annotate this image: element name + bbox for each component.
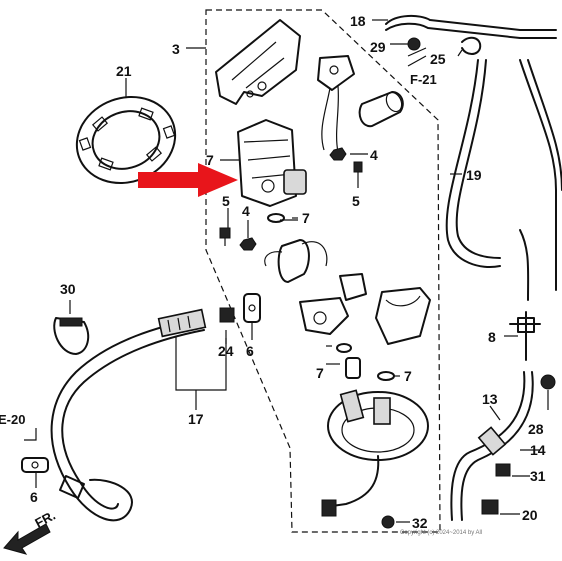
callout-13: 13 [482, 391, 498, 407]
callout-6b: 6 [30, 489, 38, 505]
part-32-nut [381, 515, 395, 529]
callout-21: 21 [116, 63, 132, 79]
part-30-clamp [53, 317, 90, 355]
part-4-nut-right [329, 147, 347, 161]
callout-5a: 5 [222, 193, 230, 209]
callout-5b: 5 [352, 193, 360, 209]
hose-end-fitting [59, 475, 85, 499]
callout-19: 19 [466, 167, 482, 183]
reservoir-cup [375, 287, 431, 345]
check-valve [345, 357, 361, 379]
o-ring-lower-left [336, 343, 352, 353]
callout-8: 8 [488, 329, 496, 345]
callout-4a: 4 [242, 203, 250, 219]
callout-7a: 7 [206, 152, 214, 168]
part-3-upper-bracket [215, 19, 301, 105]
ref-front: FR. [32, 508, 58, 531]
leader-lines [24, 19, 540, 523]
part-4-nut-left [239, 237, 257, 251]
callout-20: 20 [522, 507, 538, 523]
fuel-filter [358, 91, 404, 128]
highlight-arrow [138, 163, 238, 197]
part-8-joint [509, 311, 541, 361]
part-24-clip [219, 307, 235, 323]
pump-base-plate [321, 389, 429, 517]
part-29-clip [407, 37, 421, 51]
callout-25: 25 [430, 51, 446, 67]
callout-29: 29 [370, 39, 386, 55]
part-6-grommet-center [243, 293, 261, 323]
ref-e20: E-20 [0, 412, 25, 427]
part-28-bolt [540, 374, 556, 410]
part-25-clamp [461, 36, 482, 55]
o-ring-upper [267, 213, 285, 223]
part-19-hose-right [445, 59, 562, 301]
o-ring-lower-right [377, 371, 395, 381]
assembly-boundary [205, 9, 441, 533]
callout-32: 32 [412, 515, 428, 531]
part-5-bolt-left [219, 227, 231, 246]
callout-28: 28 [528, 421, 544, 437]
callout-3: 3 [172, 41, 180, 57]
part-17-feed-hose [50, 308, 207, 522]
pump-bracket [299, 297, 349, 335]
callout-7d: 7 [404, 368, 412, 384]
callout-7c: 7 [316, 365, 324, 381]
callout-7b: 7 [302, 210, 310, 226]
callout-17: 17 [188, 411, 204, 427]
wire-connector-upper [317, 55, 355, 153]
callout-31: 31 [530, 468, 546, 484]
callout-24: 24 [218, 343, 234, 359]
part-5-bolt-right [353, 161, 363, 180]
part-6-grommet-left [21, 457, 49, 473]
part-20-clip [481, 499, 499, 515]
ref-f21: F-21 [410, 72, 437, 87]
callout-18: 18 [350, 13, 366, 29]
part-18-hose-upper [385, 14, 557, 39]
fuel-pump-motor [264, 239, 328, 283]
part-13-hose-lower [450, 371, 534, 521]
callout-6a: 6 [246, 343, 254, 359]
part-7-pump-housing [237, 119, 307, 207]
callout-14: 14 [530, 442, 546, 458]
part-31-clip [495, 463, 511, 477]
pressure-regulator [339, 273, 367, 301]
front-direction-arrow: FR. [3, 508, 58, 555]
callout-4b: 4 [370, 147, 378, 163]
callout-30: 30 [60, 281, 76, 297]
copyright-text: Copyright (c) 2024~2014 by All [400, 530, 482, 536]
